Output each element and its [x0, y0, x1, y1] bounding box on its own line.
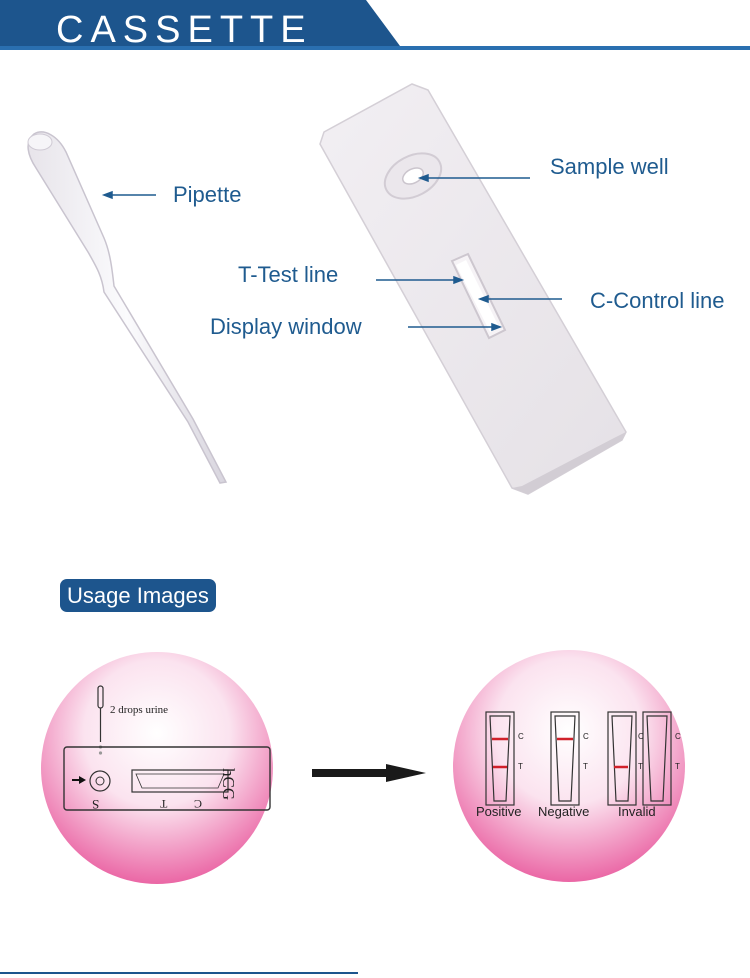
- usage-illustrations: 2 drops urine hCG S T C C T C T C T C T …: [0, 630, 750, 910]
- usage-graphics: [41, 650, 685, 884]
- positive-t-mark: T: [518, 762, 523, 771]
- positive-caption: Positive: [476, 804, 522, 819]
- mark-t: T: [160, 797, 168, 811]
- mark-s: S: [92, 797, 100, 812]
- t-test-line-label: T-Test line: [238, 262, 339, 287]
- invalid-strip-1: [607, 711, 637, 806]
- application-panel: [41, 652, 273, 884]
- result-lines: [492, 737, 628, 769]
- invalid2-c-mark: C: [675, 732, 681, 741]
- product-illustration: Pipette Sample well T-Test line C-Contro…: [0, 62, 750, 562]
- c-control-line-label: C-Control line: [590, 288, 725, 313]
- pipette-image: [27, 131, 228, 484]
- brand-text: hCG: [219, 768, 238, 801]
- header-banner: CASSETTE: [0, 0, 750, 62]
- invalid2-t-mark: T: [675, 762, 680, 771]
- sample-well-diagram: [89, 770, 111, 792]
- results-panel: [453, 650, 685, 882]
- instruction-text: 2 drops urine: [110, 704, 169, 716]
- negative-c-mark: C: [583, 732, 589, 741]
- bottom-divider: [0, 972, 358, 974]
- process-arrow: [312, 764, 426, 782]
- cassette-image: [319, 83, 627, 495]
- sample-well-label: Sample well: [550, 154, 669, 179]
- mark-c: C: [194, 797, 203, 811]
- results-circle: [453, 650, 685, 882]
- label-arrows: [101, 173, 562, 332]
- positive-strip: [485, 711, 515, 806]
- invalid1-c-mark: C: [638, 732, 644, 741]
- negative-caption: Negative: [538, 804, 590, 819]
- usage-images-badge: Usage Images: [60, 579, 216, 612]
- invalid-strip-2: [642, 711, 672, 806]
- display-window-label: Display window: [210, 314, 362, 339]
- negative-t-mark: T: [583, 762, 588, 771]
- positive-c-mark: C: [518, 732, 524, 741]
- negative-strip: [550, 711, 580, 806]
- page-title: CASSETTE: [56, 9, 313, 51]
- result-window-diagram: [131, 769, 229, 793]
- pipette-label: Pipette: [173, 182, 242, 207]
- product-graphics: [27, 83, 627, 495]
- cassette-diagram: [63, 746, 271, 811]
- invalid1-t-mark: T: [638, 762, 643, 771]
- invalid-caption: Invalid: [618, 804, 656, 819]
- application-circle: [41, 652, 273, 884]
- header-background: [0, 0, 750, 62]
